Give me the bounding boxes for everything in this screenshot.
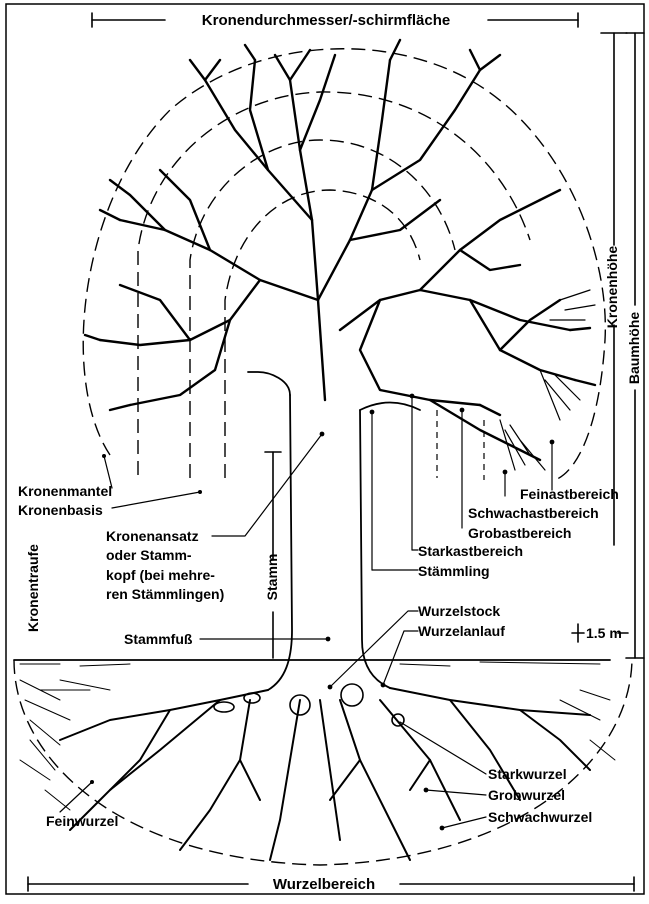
label-strong-branch: Starkastbereich	[418, 543, 523, 559]
label-root-stock: Wurzelstock	[418, 603, 500, 619]
label-coarse-root: Grobwurzel	[488, 787, 565, 803]
label-fine-root: Feinwurzel	[46, 813, 118, 829]
label-stemlet: Stämmling	[418, 563, 490, 579]
label-crown-attach-2: oder Stamm-	[106, 547, 192, 563]
label-crown-attach-3: kopf (bei mehre-	[106, 567, 215, 583]
label-coarse-branch: Grobastbereich	[468, 525, 571, 541]
label-strong-root: Starkwurzel	[488, 766, 567, 782]
frame-border	[6, 4, 644, 894]
ground-line	[14, 660, 610, 666]
label-crown-attach-4: ren Stämmlingen)	[106, 586, 224, 602]
tree-branches	[85, 40, 595, 460]
label-crown-height: Kronenhöhe	[604, 246, 620, 329]
label-crown-base: Kronenbasis	[18, 502, 103, 518]
label-root-flare: Wurzelanlauf	[418, 623, 505, 639]
label-weak-branch: Schwachastbereich	[468, 505, 599, 521]
root-stubs	[214, 684, 404, 726]
root-zone-outline	[14, 660, 632, 865]
label-weak-root: Schwachwurzel	[488, 809, 592, 825]
label-tree-height: Baumhöhe	[626, 312, 642, 385]
label-trunk-foot: Stammfuß	[124, 631, 193, 647]
label-fine-branch: Feinastbereich	[520, 486, 619, 502]
label-crown-eaves: Kronentraufe	[25, 544, 41, 632]
crown-outline	[83, 49, 605, 480]
label-crown-diameter: Kronendurchmesser/-schirmfläche	[202, 12, 450, 29]
label-crown-attach: Kronenansatz	[106, 528, 199, 544]
label-crown-mantle: Kronenmantel	[18, 483, 112, 499]
label-trunk: Stamm	[264, 554, 280, 601]
label-height-mark: 1.5 m	[586, 625, 622, 641]
label-root-zone: Wurzelbereich	[273, 876, 375, 893]
